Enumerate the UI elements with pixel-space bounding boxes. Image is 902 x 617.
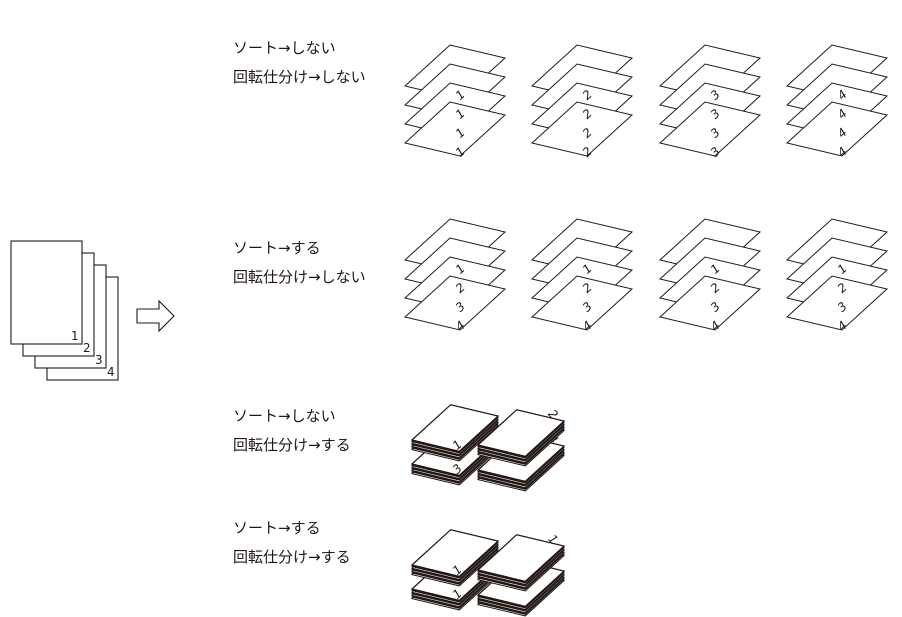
stack-top-sheet <box>476 534 566 582</box>
row-2-sort-label: ソート→する <box>233 239 321 257</box>
stack-top-sheet <box>410 529 500 577</box>
row-3-rotate-label: 回転仕分け→する <box>233 436 351 454</box>
row-1-sort-label: ソート→しない <box>233 39 336 57</box>
sheet-stack: 2 <box>476 407 566 467</box>
source-sheet <box>10 240 83 345</box>
output-sheet <box>530 275 634 331</box>
row-4-labels: ソート→する 回転仕分け→する <box>233 518 351 567</box>
sheet-stack: 1 <box>410 404 500 462</box>
output-sheet <box>658 275 762 331</box>
stack-top-sheet <box>410 404 500 452</box>
output-sheet <box>403 275 507 331</box>
source-sheet-number: 3 <box>95 353 103 367</box>
row-2-labels: ソート→する 回転仕分け→しない <box>233 238 366 287</box>
stack-top-sheet <box>476 409 566 457</box>
sheet-stack: 1 <box>476 532 566 592</box>
row-4-sort-label: ソート→する <box>233 519 321 537</box>
row-3-sort-label: ソート→しない <box>233 407 336 425</box>
output-sheet <box>785 101 889 157</box>
output-sheet <box>530 101 634 157</box>
row-4-rotate-label: 回転仕分け→する <box>233 548 351 566</box>
row-3-labels: ソート→しない 回転仕分け→する <box>233 406 351 455</box>
source-sheet-number: 4 <box>107 365 115 379</box>
source-sheet-number: 1 <box>71 329 79 343</box>
row-1-rotate-label: 回転仕分け→しない <box>233 68 366 86</box>
row-1-labels: ソート→しない 回転仕分け→しない <box>233 38 366 87</box>
source-sheet-number: 2 <box>83 341 91 355</box>
sheet-stack: 1 <box>410 529 500 587</box>
arrow-right-icon <box>136 299 175 333</box>
output-sheet <box>403 101 507 157</box>
row-2-rotate-label: 回転仕分け→しない <box>233 268 366 286</box>
output-sheet <box>658 101 762 157</box>
output-sheet <box>785 275 889 331</box>
